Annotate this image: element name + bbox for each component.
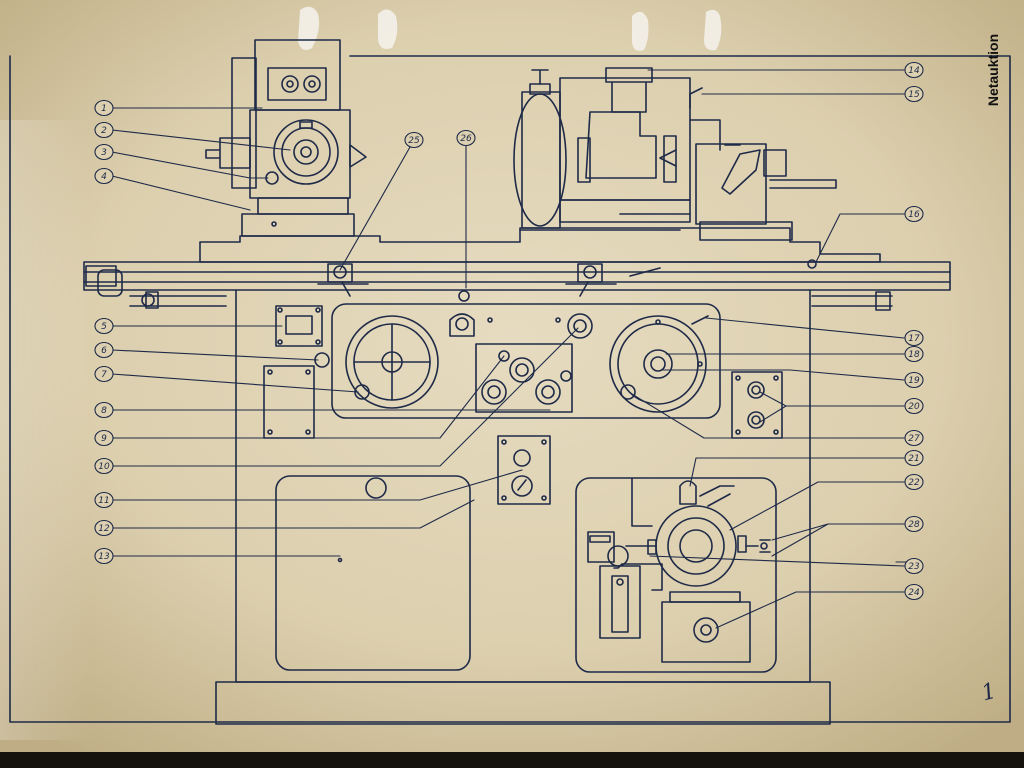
- callout-19: 19: [904, 371, 924, 389]
- callout-1: 1: [94, 99, 114, 117]
- callout-label: 17: [908, 334, 920, 344]
- callout-label: 6: [101, 346, 107, 356]
- callout-6: 6: [94, 341, 114, 359]
- callout-label: 15: [908, 90, 920, 100]
- callout-label: 18: [908, 350, 920, 360]
- callout-label: 11: [98, 496, 109, 506]
- callout-label: 21: [908, 454, 919, 464]
- callout-label: 10: [98, 462, 110, 472]
- work-table: [83, 227, 951, 311]
- wheelhead: [513, 67, 837, 241]
- callout-7: 7: [94, 365, 114, 383]
- callout-8: 8: [94, 401, 114, 419]
- callout-12: 12: [94, 519, 114, 537]
- callout-label: 2: [101, 126, 107, 136]
- callout-label: 9: [101, 434, 107, 444]
- callout-10: 10: [94, 457, 114, 475]
- callout-label: 1: [101, 104, 107, 114]
- drawing-border: [9, 55, 1011, 723]
- callout-label: 23: [908, 562, 920, 572]
- callout-14: 14: [904, 61, 924, 79]
- callout-20: 20: [904, 397, 924, 415]
- callout-5: 5: [94, 317, 114, 335]
- watermark: Netauktion: [982, 20, 1004, 120]
- callout-4: 4: [94, 167, 114, 185]
- callout-label: 20: [908, 402, 920, 412]
- callout-15: 15: [904, 85, 924, 103]
- callout-label: 3: [101, 148, 107, 158]
- callout-label: 24: [908, 588, 920, 598]
- callout-24: 24: [904, 583, 924, 601]
- callout-25: 25: [404, 131, 424, 149]
- callout-label: 28: [908, 520, 920, 530]
- callout-label: 22: [908, 478, 920, 488]
- callout-26: 26: [456, 129, 476, 147]
- watermark-text: Netauktion: [985, 33, 1001, 107]
- callout-label: 5: [101, 322, 107, 332]
- callout-label: 8: [101, 406, 107, 416]
- callout-27: 27: [904, 429, 924, 447]
- callout-label: 13: [98, 552, 110, 562]
- callout-2: 2: [94, 121, 114, 139]
- callout-labels: 1234567891011121314151617181920212223242…: [94, 61, 924, 601]
- callout-28: 28: [904, 515, 924, 533]
- callout-label: 14: [908, 66, 920, 76]
- callout-18: 18: [904, 345, 924, 363]
- callout-label: 25: [408, 136, 420, 146]
- callout-label: 16: [908, 210, 920, 220]
- callout-23: 23: [904, 557, 924, 575]
- callout-label: 27: [908, 434, 920, 444]
- callout-label: 26: [460, 134, 472, 144]
- callout-label: 12: [98, 524, 110, 534]
- callout-17: 17: [904, 329, 924, 347]
- callout-21: 21: [904, 449, 924, 467]
- callout-22: 22: [904, 473, 924, 491]
- callout-9: 9: [94, 429, 114, 447]
- callout-label: 7: [101, 370, 107, 380]
- callout-label: 19: [908, 376, 920, 386]
- workhead: [205, 39, 367, 237]
- callout-3: 3: [94, 143, 114, 161]
- callout-13: 13: [94, 547, 114, 565]
- callout-16: 16: [904, 205, 924, 223]
- callout-11: 11: [94, 491, 114, 509]
- callout-label: 4: [101, 172, 107, 182]
- leader-lines: [111, 69, 907, 629]
